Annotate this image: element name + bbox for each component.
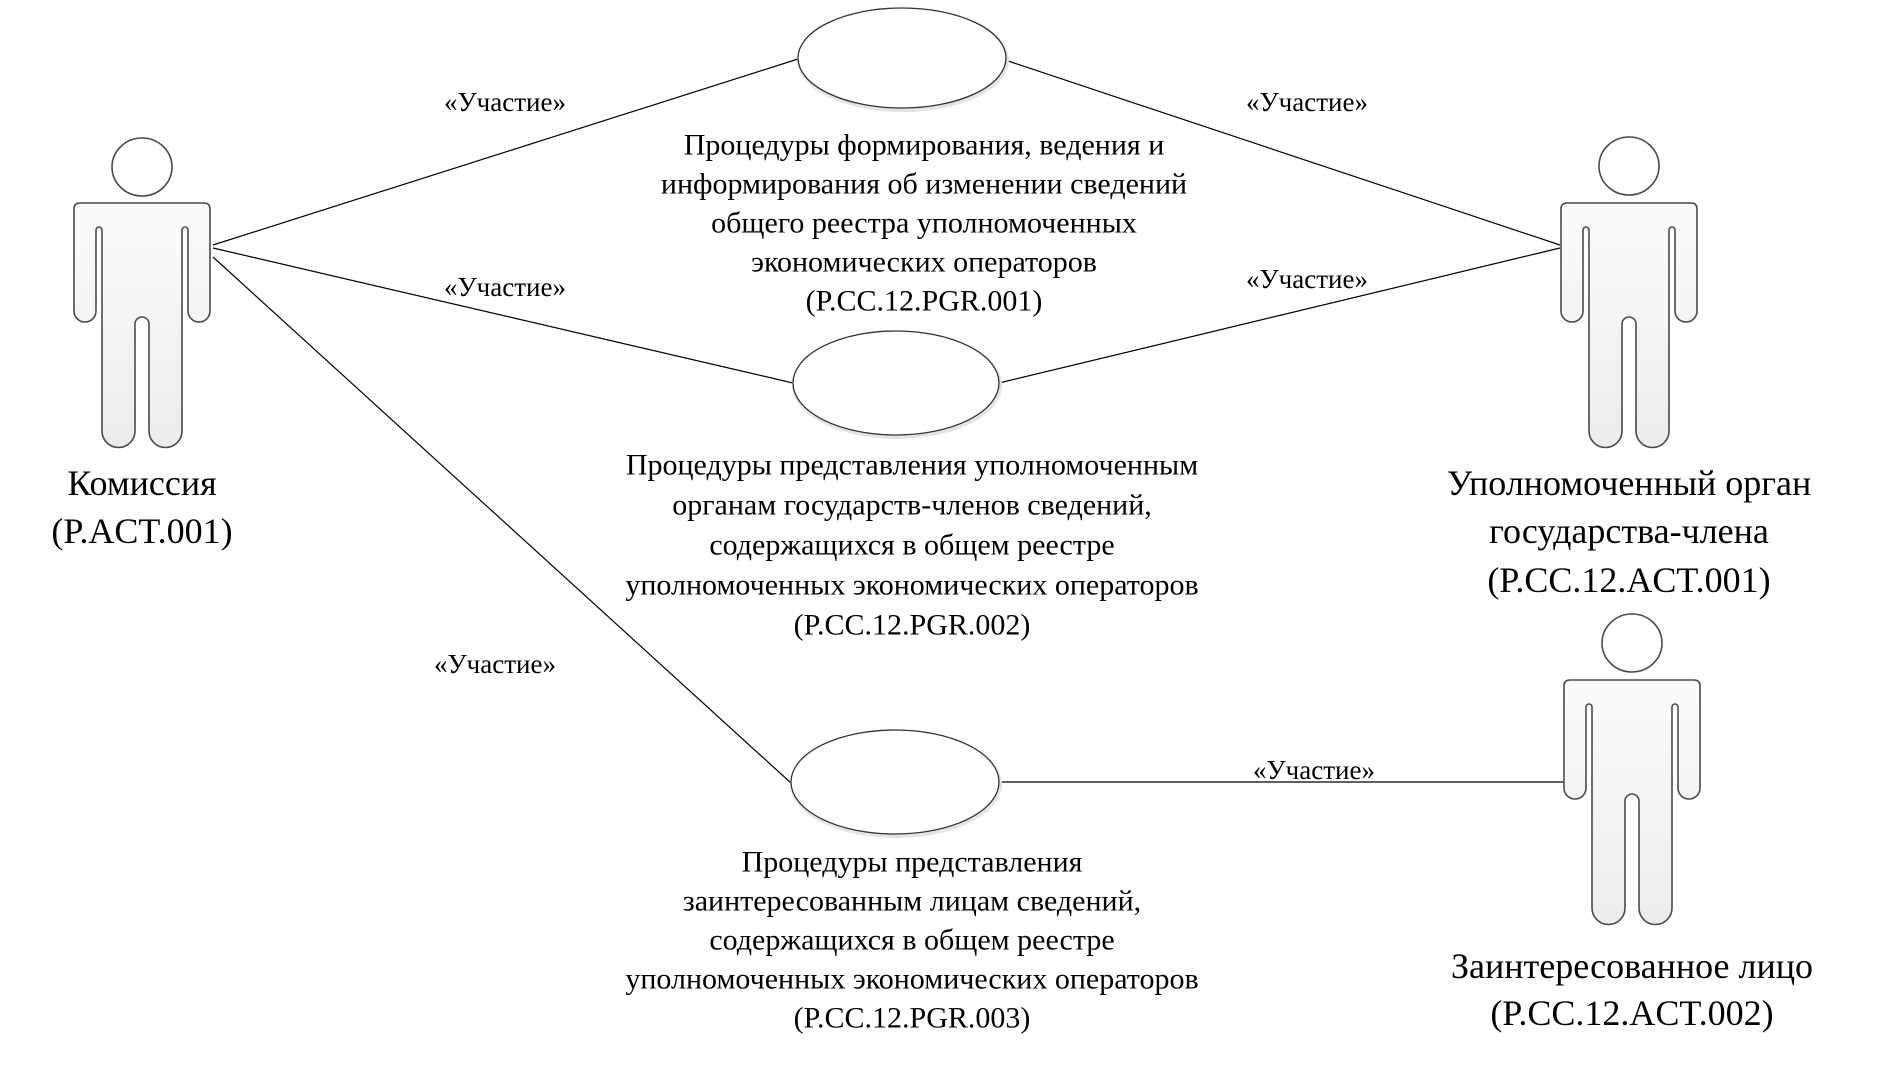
use-case-label-line: уполномоченных экономических операторов <box>625 963 1198 996</box>
association-line-commission-pgr003 <box>212 256 792 784</box>
actor-code: (P.CC.12.ACT.001) <box>1487 560 1770 600</box>
use-case-label-line: органам государств-членов сведений, <box>672 489 1152 522</box>
use-case-label-code: (P.CC.12.PGR.001) <box>806 285 1043 318</box>
use-case-label-line: Процедуры представления уполномоченным <box>626 449 1198 482</box>
use-case-label-pgr001: Процедуры формирования, ведения и информ… <box>661 129 1187 318</box>
association-label: «Участие» <box>444 272 566 302</box>
actor-figure-icon <box>1563 613 1701 926</box>
actor-commission[interactable]: Комиссия (P.ACT.001) <box>51 137 233 551</box>
use-case-label-line: содержащихся в общем реестре <box>709 924 1114 957</box>
association-line-commission-pgr002 <box>212 247 794 384</box>
use-case-pgr001[interactable] <box>797 7 1009 112</box>
use-case-label-line: Процедуры формирования, ведения и <box>684 129 1165 162</box>
use-case-label-line: общего реестра уполномоченных <box>711 207 1137 240</box>
actor-code: (P.CC.12.ACT.002) <box>1490 993 1773 1033</box>
association-label: «Участие» <box>1246 87 1368 117</box>
use-case-ellipse[interactable] <box>797 7 1007 109</box>
association-line-pgr001-authorized-body <box>1004 59 1561 246</box>
actor-name: государства-члена <box>1489 511 1769 551</box>
use-case-label-line: информирования об изменении сведений <box>661 168 1187 201</box>
use-case-label-pgr003: Процедуры представления заинтересованным… <box>625 846 1198 1035</box>
association-line-pgr002-authorized-body <box>998 247 1561 384</box>
actor-authorized-body[interactable]: Уполномоченный орган государства-члена (… <box>1447 136 1812 600</box>
actor-name: Заинтересованное лицо <box>1451 946 1813 986</box>
association-label: «Участие» <box>1246 264 1368 294</box>
association-label: «Участие» <box>1253 755 1375 785</box>
actor-name: Комиссия <box>67 463 216 503</box>
use-case-ellipse[interactable] <box>792 330 1000 436</box>
use-case-label-pgr002: Процедуры представления уполномоченным о… <box>625 449 1198 642</box>
use-case-label-line: уполномоченных экономических операторов <box>625 569 1198 602</box>
use-case-label-code: (P.CC.12.PGR.002) <box>794 609 1031 642</box>
use-case-label-code: (P.CC.12.PGR.003) <box>794 1002 1031 1035</box>
actor-figure-icon <box>73 137 211 449</box>
actor-code: (P.ACT.001) <box>51 511 232 551</box>
use-case-label-line: заинтересованным лицам сведений, <box>683 885 1141 918</box>
use-case-label-line: содержащихся в общем реестре <box>709 529 1114 562</box>
use-case-ellipse[interactable] <box>790 729 1000 835</box>
actor-name: Уполномоченный орган <box>1447 463 1812 503</box>
use-case-pgr003[interactable] <box>790 729 1002 838</box>
use-case-pgr002[interactable] <box>792 330 1002 439</box>
association-label: «Участие» <box>434 649 556 679</box>
use-case-label-line: экономических операторов <box>751 246 1097 279</box>
actor-figure-icon <box>1560 136 1698 449</box>
use-case-label-line: Процедуры представления <box>742 846 1083 879</box>
actor-interested-party[interactable]: Заинтересованное лицо (P.CC.12.ACT.002) <box>1451 613 1813 1033</box>
association-label: «Участие» <box>444 87 566 117</box>
association-line-commission-pgr001 <box>212 58 799 246</box>
